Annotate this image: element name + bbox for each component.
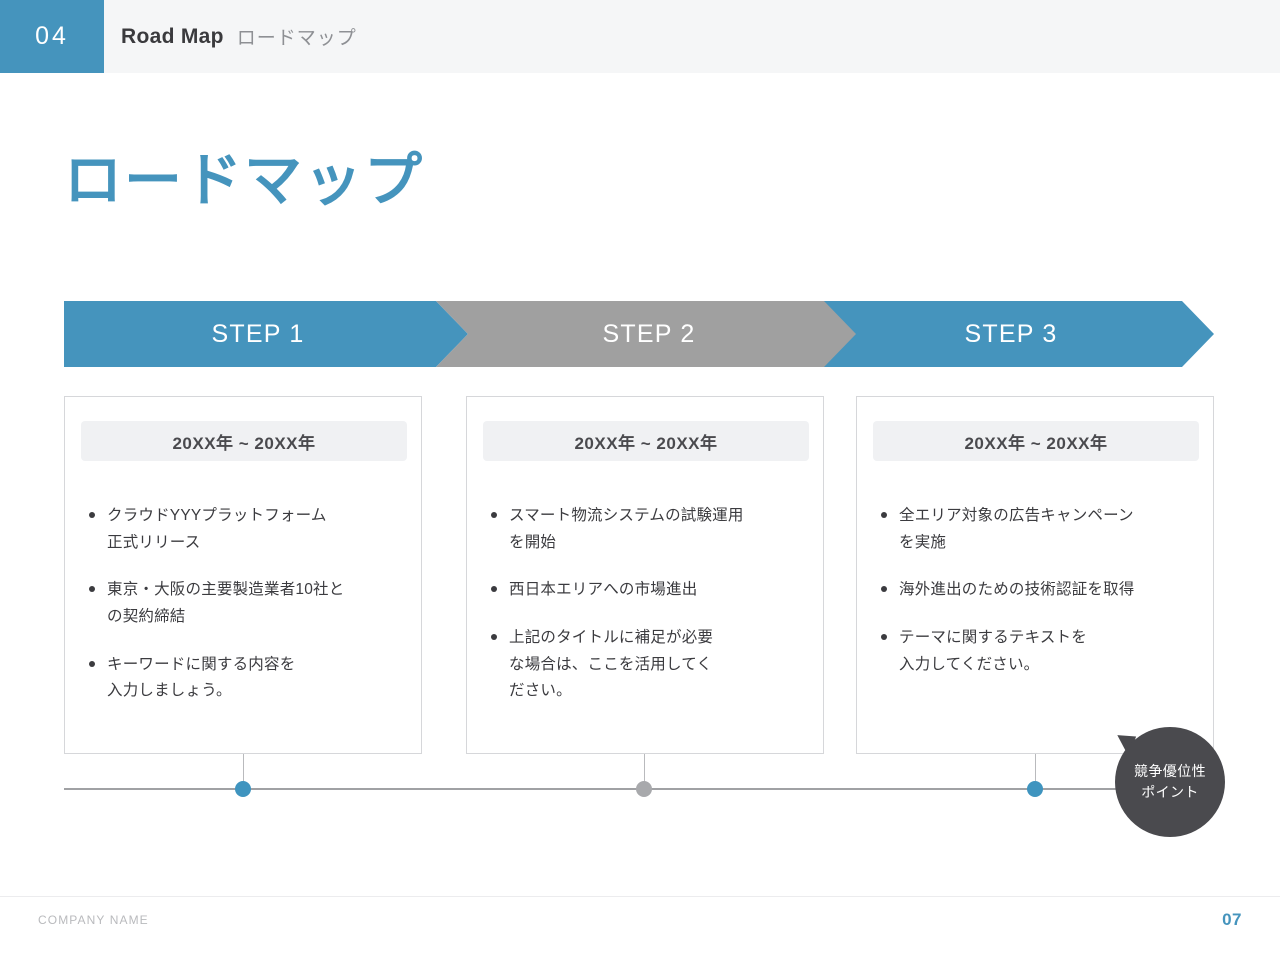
list-item: 海外進出のための技術認証を取得 xyxy=(881,577,1199,604)
page-title: ロードマップ xyxy=(64,148,425,213)
bullet-dot-icon xyxy=(89,586,95,593)
step-card-1-date: 20XX年 ~ 20XX年 xyxy=(81,421,407,461)
list-item: 西日本エリアへの市場進出 xyxy=(491,577,809,604)
bullet-text: 海外進出のための技術認証を取得 xyxy=(899,581,1135,599)
header-section-number: 04 xyxy=(0,0,104,73)
step-chevron-2[interactable]: STEP 2 xyxy=(436,301,878,367)
timeline-dot-3[interactable] xyxy=(1027,781,1043,797)
step-chevron-1-label: STEP 1 xyxy=(211,319,305,348)
list-item: 東京・大阪の主要製造業者10社と の契約締結 xyxy=(89,577,407,630)
step-card-1-bullets: クラウドYYYプラットフォーム 正式リリース 東京・大阪の主要製造業者10社と … xyxy=(89,503,407,726)
callout-line-2: ポイント xyxy=(1141,784,1199,800)
bullet-dot-icon xyxy=(881,633,887,640)
list-item: 全エリア対象の広告キャンペーン を実施 xyxy=(881,503,1199,556)
slide-header: 04 Road Map ロードマップ xyxy=(0,0,1280,73)
bullet-text: スマート物流システムの試験運用 を開始 xyxy=(509,507,744,551)
footer-divider xyxy=(0,896,1280,897)
footer-company-name: COMPANY NAME xyxy=(38,913,149,927)
footer-page-number: 07 xyxy=(1222,910,1242,929)
bullet-text: 西日本エリアへの市場進出 xyxy=(509,581,698,599)
bullet-dot-icon xyxy=(89,660,95,667)
bullet-dot-icon xyxy=(491,586,497,593)
step-chevron-3[interactable]: STEP 3 xyxy=(824,301,1214,367)
bullet-text: 上記のタイトルに補足が必要 な場合は、ここを活用してく ださい。 xyxy=(509,628,714,700)
callout-line-1: 競争優位性 xyxy=(1134,763,1206,779)
timeline-connector-1 xyxy=(243,754,244,789)
bullet-text: キーワードに関する内容を 入力しましょう。 xyxy=(107,655,296,700)
step-chevron-3-label: STEP 3 xyxy=(964,319,1058,348)
bullet-text: テーマに関するテキストを 入力してください。 xyxy=(899,628,1087,673)
step-card-2-bullets: スマート物流システムの試験運用 を開始 西日本エリアへの市場進出 上記のタイトル… xyxy=(491,503,809,726)
step-card-2[interactable]: 20XX年 ~ 20XX年 スマート物流システムの試験運用 を開始 西日本エリア… xyxy=(466,396,824,754)
step-card-2-date: 20XX年 ~ 20XX年 xyxy=(483,421,809,461)
timeline-connector-3 xyxy=(1035,754,1036,789)
list-item: テーマに関するテキストを 入力してください。 xyxy=(881,625,1199,678)
step-chevron-bar: STEP 1 STEP 2 STEP 3 xyxy=(0,301,1280,367)
step-card-3-bullets: 全エリア対象の広告キャンペーン を実施 海外進出のための技術認証を取得 テーマに… xyxy=(881,503,1199,699)
step-card-3-date: 20XX年 ~ 20XX年 xyxy=(873,421,1199,461)
header-title-group: Road Map ロードマップ xyxy=(104,0,357,73)
list-item: クラウドYYYプラットフォーム 正式リリース xyxy=(89,503,407,556)
list-item: スマート物流システムの試験運用 を開始 xyxy=(491,503,809,556)
timeline-axis xyxy=(64,788,1118,790)
bullet-text: 東京・大阪の主要製造業者10社と の契約締結 xyxy=(107,581,345,625)
step-card-1[interactable]: 20XX年 ~ 20XX年 クラウドYYYプラットフォーム 正式リリース 東京・… xyxy=(64,396,422,754)
header-title-jp: ロードマップ xyxy=(236,28,357,49)
bullet-dot-icon xyxy=(881,512,887,518)
bullet-dot-icon xyxy=(491,512,497,518)
callout-badge[interactable]: 競争優位性 ポイント xyxy=(1115,727,1225,837)
step-chevron-2-label: STEP 2 xyxy=(602,319,696,348)
bullet-dot-icon xyxy=(881,586,887,593)
list-item: 上記のタイトルに補足が必要 な場合は、ここを活用してく ださい。 xyxy=(491,625,809,705)
header-title-en: Road Map xyxy=(121,24,224,48)
bullet-text: 全エリア対象の広告キャンペーン を実施 xyxy=(899,507,1134,551)
bullet-dot-icon xyxy=(491,633,497,640)
list-item: キーワードに関する内容を 入力しましょう。 xyxy=(89,652,407,705)
timeline-dot-2[interactable] xyxy=(636,781,652,797)
step-chevron-1[interactable]: STEP 1 xyxy=(64,301,468,367)
bullet-dot-icon xyxy=(89,512,95,518)
timeline-dot-1[interactable] xyxy=(235,781,251,797)
timeline-connector-2 xyxy=(644,754,645,789)
bullet-text: クラウドYYYプラットフォーム 正式リリース xyxy=(107,507,327,551)
step-card-3[interactable]: 20XX年 ~ 20XX年 全エリア対象の広告キャンペーン を実施 海外進出のた… xyxy=(856,396,1214,754)
